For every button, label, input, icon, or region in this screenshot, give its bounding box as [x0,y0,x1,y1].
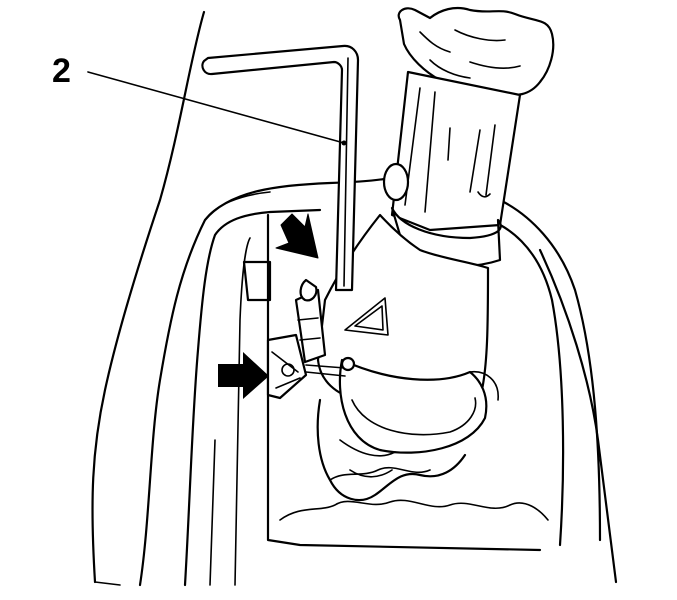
shift-mechanism [266,213,499,502]
console-trim [138,174,602,587]
callout-leader-dot [341,140,347,146]
arrow-right-icon [218,352,269,399]
arrow-down-right-icon [275,213,319,259]
callout-number-2: 2 [52,52,71,90]
shift-lever [382,70,522,268]
callout-leader-line [87,71,345,144]
hex-key-tool [201,44,360,292]
